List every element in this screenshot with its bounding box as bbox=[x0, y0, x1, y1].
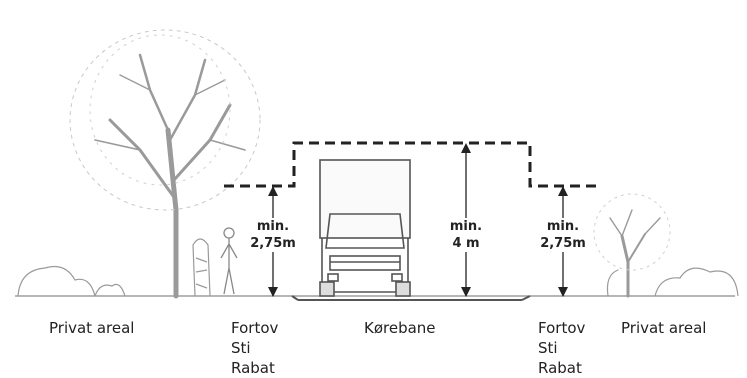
measurement-right: min. 2,75m bbox=[536, 218, 590, 252]
tree-right-icon bbox=[593, 193, 671, 298]
zone-label-right-private: Privat areal bbox=[621, 319, 707, 337]
zone-right-rabat: Rabat bbox=[538, 359, 582, 377]
zone-label-left-private: Privat areal bbox=[49, 319, 135, 337]
zone-left-sti: Sti bbox=[231, 339, 251, 357]
zone-left-rabat: Rabat bbox=[231, 359, 275, 377]
measurement-center-value: 4 m bbox=[452, 236, 480, 251]
zone-label-road: Kørebane bbox=[364, 319, 436, 337]
tree-left-icon bbox=[69, 29, 261, 299]
measurement-center: min. 4 m bbox=[443, 218, 489, 252]
zone-right-sti: Sti bbox=[538, 339, 558, 357]
measurement-left-min: min. bbox=[256, 219, 290, 234]
clearance-profile-line bbox=[224, 141, 600, 188]
measurement-left-value: 2,75m bbox=[250, 236, 296, 251]
stone-pillar-icon bbox=[192, 238, 211, 297]
measurement-right-min: min. bbox=[546, 219, 580, 234]
zone-label-right-sidewalk: Fortov Sti Rabat bbox=[538, 318, 585, 378]
bush-left-icon bbox=[17, 265, 126, 297]
measurement-left: min. 2,75m bbox=[246, 218, 300, 252]
truck-icon bbox=[319, 159, 411, 297]
measurement-right-value: 2,75m bbox=[540, 236, 586, 251]
measurement-center-min: min. bbox=[449, 219, 483, 234]
curb-right bbox=[521, 295, 531, 301]
zone-right-fortov: Fortov bbox=[538, 319, 586, 337]
zone-left-fortov: Fortov bbox=[231, 319, 279, 337]
bush-right-icon bbox=[654, 267, 739, 297]
pedestrian-icon bbox=[220, 227, 238, 295]
zone-label-left-sidewalk: Fortov Sti Rabat bbox=[231, 318, 278, 378]
curb-left bbox=[291, 295, 299, 301]
